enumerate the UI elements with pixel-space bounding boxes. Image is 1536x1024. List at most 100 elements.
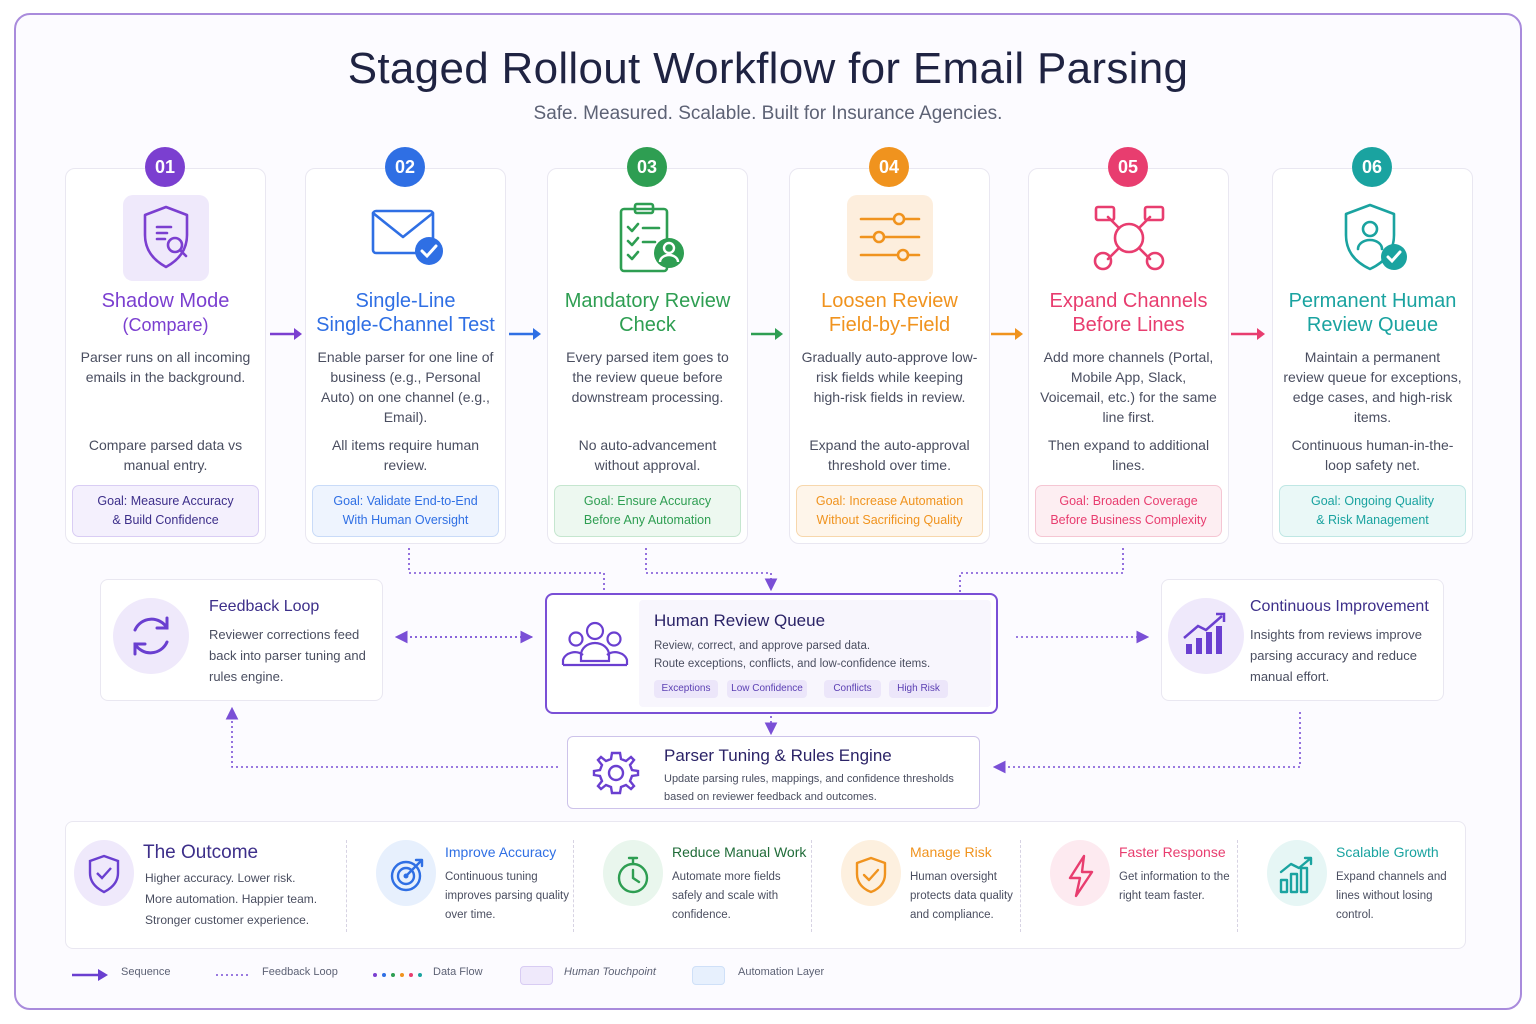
legend-feedback: Feedback Loop xyxy=(262,966,338,978)
bar-chart-icon xyxy=(1267,840,1327,906)
continuous-improvement-text: Insights from reviews improve parsing ac… xyxy=(1250,627,1422,684)
feedback-loop-card: Feedback Loop Reviewer corrections feed … xyxy=(100,579,383,701)
legend-feedback-line xyxy=(216,974,250,976)
human-review-queue-line1: Review, correct, and approve parsed data… xyxy=(654,640,871,652)
stage-01-badge: 01 xyxy=(145,147,185,187)
gear-icon xyxy=(592,751,640,795)
outcome-divider xyxy=(573,840,574,932)
stage-03-badge: 03 xyxy=(627,147,667,187)
parser-tuning-title: Parser Tuning & Rules Engine xyxy=(664,746,892,765)
legend-automation: Automation Layer xyxy=(738,966,825,978)
outcome-item-title: Manage Risk xyxy=(910,844,992,860)
continuous-improvement-card: Continuous Improvement Insights from rev… xyxy=(1161,579,1444,701)
human-review-queue-line2: Route exceptions, conflicts, and low-con… xyxy=(654,658,931,670)
stage-goal-line1: Goal: Increase Automation xyxy=(815,494,964,508)
stage-04-badge: 04 xyxy=(869,147,909,187)
stage-goal-line2: With Human Oversight xyxy=(342,513,469,527)
stage-goal-line2: Before Business Complexity xyxy=(1050,513,1207,527)
human-review-queue: Human Review Queue Review, correct, and … xyxy=(545,593,998,714)
legend-data-flow-dots xyxy=(373,973,422,977)
stage-description: Every parsed item goes to the review que… xyxy=(566,349,729,405)
sequence-arrow-3 xyxy=(751,328,783,340)
chip-high-risk: High Risk xyxy=(889,680,948,698)
stage-goal-line2: Without Sacrificing Quality xyxy=(816,513,963,527)
legend-sequence-arrow xyxy=(72,969,108,981)
stage-goal-line2: & Build Confidence xyxy=(112,513,219,527)
outcome-item-title: Improve Accuracy xyxy=(445,844,557,860)
stage-subtitle: Before Lines xyxy=(1072,314,1185,336)
shield-check-icon xyxy=(841,840,901,906)
clipboard-user-icon xyxy=(605,195,691,281)
outcome-panel: The Outcome Higher accuracy. Lower risk.… xyxy=(65,821,1466,949)
feedback-loop-title: Feedback Loop xyxy=(209,598,320,615)
chart-up-icon xyxy=(1168,598,1244,674)
envelope-check-icon xyxy=(363,195,449,281)
chip-low-confidence: Low Confidence xyxy=(727,680,807,698)
stage-05-badge: 05 xyxy=(1108,147,1148,187)
stage-subtitle: Field-by-Field xyxy=(828,314,951,336)
stopwatch-icon xyxy=(603,840,663,906)
outcome-item-title: Faster Response xyxy=(1119,844,1226,860)
stage-goal: Goal: Measure Accuracy & Build Confidence xyxy=(72,485,259,537)
outcome-item-text: Continuous tuning improves parsing quali… xyxy=(445,871,570,921)
stage-description-secondary: Then expand to additional lines. xyxy=(1047,437,1210,473)
outcome-item-title: Reduce Manual Work xyxy=(672,844,807,860)
legend-sequence: Sequence xyxy=(121,966,171,978)
stage-subtitle: Review Queue xyxy=(1306,314,1439,336)
stage-title: Expand Channels xyxy=(1049,290,1208,312)
shield-search-icon xyxy=(122,195,209,281)
outcome-divider xyxy=(811,840,812,932)
outcome-title: The Outcome xyxy=(143,842,259,863)
stage-title: Shadow Mode xyxy=(101,290,230,312)
stage-description-secondary: Compare parsed data vs manual entry. xyxy=(88,437,243,473)
outcome-divider xyxy=(1020,840,1021,932)
stage-goal-line1: Goal: Measure Accuracy xyxy=(97,494,234,508)
stage-subtitle: Single-Channel Test xyxy=(316,314,495,336)
lightning-icon xyxy=(1050,840,1110,906)
sliders-icon xyxy=(846,195,933,281)
legend-human-swatch xyxy=(520,966,553,985)
human-review-queue-title: Human Review Queue xyxy=(654,611,826,630)
sequence-arrow-1 xyxy=(270,328,302,340)
sequence-arrow-4 xyxy=(991,328,1023,340)
stage-description-secondary: Expand the auto-approval threshold over … xyxy=(809,437,970,473)
refresh-icon xyxy=(113,598,189,674)
chip-exceptions: Exceptions xyxy=(654,680,718,698)
stage-description-secondary: No auto-advancement without approval. xyxy=(578,437,717,473)
stage-description: Parser runs on all incoming emails in th… xyxy=(80,349,251,385)
parser-tuning-text: Update parsing rules, mappings, and conf… xyxy=(664,773,954,803)
stage-title: Mandatory Review xyxy=(564,290,731,312)
stage-goal: Goal: Ongoing Quality& Risk Management xyxy=(1279,485,1466,537)
stage-subtitle: Check xyxy=(619,314,676,336)
page-title: Staged Rollout Workflow for Email Parsin… xyxy=(347,44,1189,93)
outcome-text: Higher accuracy. Lower risk. More automa… xyxy=(145,871,318,927)
outcome-item-text: Automate more fields safely and scale wi… xyxy=(672,871,781,921)
human-review-queue-text: Review, correct, and approve parsed data… xyxy=(654,637,994,673)
stage-description-secondary: Continuous human-in-the-loop safety net. xyxy=(1291,437,1454,473)
stage-02-badge: 02 xyxy=(385,147,425,187)
legend-human: Human Touchpoint xyxy=(564,966,656,978)
stage-goal-line2: Before Any Automation xyxy=(583,513,712,527)
stage-goal-line1: Goal: Ensure Accuracy xyxy=(583,494,712,508)
users-icon xyxy=(561,621,629,667)
stage-subtitle: (Compare) xyxy=(122,315,209,335)
sequence-arrow-5 xyxy=(1231,328,1265,340)
chip-conflicts: Conflicts xyxy=(824,680,881,698)
outcome-divider xyxy=(346,840,347,932)
parser-tuning-card: Parser Tuning & Rules Engine Update pars… xyxy=(567,736,980,809)
sequence-arrow-2 xyxy=(509,328,541,340)
stage-description: Add more channels (Portal, Mobile App, S… xyxy=(1040,349,1217,425)
outcome-item-text: Expand channels and lines without losing… xyxy=(1336,871,1447,921)
legend-data-flow: Data Flow xyxy=(433,966,483,978)
continuous-improvement-title: Continuous Improvement xyxy=(1250,598,1429,615)
outcome-divider xyxy=(1237,840,1238,932)
target-icon xyxy=(376,840,436,906)
stage-title: Loosen Review xyxy=(821,290,958,312)
outcome-item-text: Human oversight protects data quality an… xyxy=(910,871,1013,921)
